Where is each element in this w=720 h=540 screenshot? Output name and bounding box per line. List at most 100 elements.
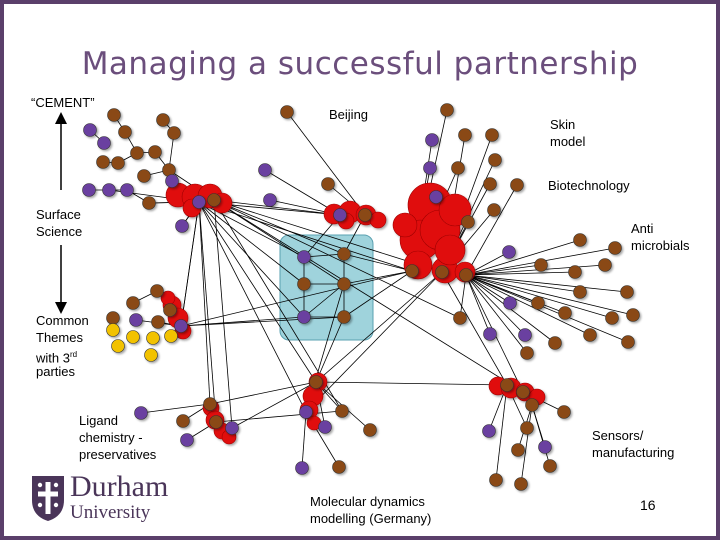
node-sn6 [520,421,534,435]
node-bj3 [263,193,277,207]
node-sn5 [482,424,496,438]
node-sn1 [500,378,514,392]
node-sk3 [458,128,472,142]
node-tl13 [82,183,96,197]
node-cb3 [297,277,311,291]
edge-bt3-am14 [465,274,591,336]
edge-bt2-md2 [305,271,443,413]
node-cb5 [297,310,311,324]
node-am18 [518,328,532,342]
edge-bt3-am18 [465,274,526,336]
node-bj1 [280,105,294,119]
node-md2 [299,405,313,419]
edge-cb6-ct7 [180,316,345,327]
node-tl8 [148,145,162,159]
edge-bt3-am9 [465,274,511,304]
node-tl1 [83,123,97,137]
edge-bt3-am20 [465,274,528,354]
node-bt2 [435,265,449,279]
node-ct10 [146,331,160,345]
node-am4 [568,265,582,279]
node-am17 [483,327,497,341]
label-common-line3: with 3rd [36,346,77,366]
edge-sn1-sn9 [495,384,508,481]
label-biotechnology: Biotechnology [548,178,630,193]
edge-bt3-am7 [465,274,628,293]
label-common-line2: Themes [36,330,83,345]
node-bt5 [487,203,501,217]
slide-title: Managing a successful partnership [81,46,639,82]
node-ct4 [129,313,143,327]
node-lg3 [180,433,194,447]
edge-bt3-am2 [465,264,542,276]
node-am7 [620,285,634,299]
label-common-line4: parties [36,364,76,379]
label-antimicrobials-line1: Anti [631,221,654,236]
node-md6 [295,461,309,475]
node-lg1 [134,406,148,420]
edge-h1-lg5 [198,201,217,423]
edge-md1-lg6 [231,381,317,429]
node-sk1 [440,103,454,117]
label-molecular-line1: Molecular dynamics [310,494,425,509]
page-number: 16 [640,497,656,513]
edge-lg5-md3 [215,410,343,423]
edge-bt2-md1 [315,271,443,383]
label-common-line1: Common [36,313,89,328]
node-sk4 [485,128,499,142]
label-ligand-line3: preservatives [79,447,157,462]
edge-h2-cb2 [213,199,345,255]
node-tl5 [96,155,110,169]
central-cluster-box [279,234,374,341]
label-surface-line1: Surface [36,207,81,222]
node-am15 [621,335,635,349]
node-md3 [335,404,349,418]
edge-bt3-am11 [465,274,566,314]
edge-lg4-md1 [209,381,317,405]
logo-university-text: University [70,502,151,523]
label-skin-model-line1: Skin [550,117,576,132]
edge-bt3-am5 [465,264,606,276]
node-ct11 [164,329,178,343]
label-ligand-line2: chemistry - [79,430,143,445]
node-sn7 [538,440,552,454]
node-bj4 [321,177,335,191]
edge-h1-md1 [198,201,317,383]
node-tl14 [102,183,116,197]
durham-crest-icon [32,476,64,521]
edge-bt2-sn1 [441,271,508,386]
node-cb1 [297,250,311,264]
edge-h2-cb4 [213,199,345,285]
node-am14 [583,328,597,342]
label-sensors-line1: Sensors/ [592,428,644,443]
node-ct13 [144,348,158,362]
node-tl17 [165,174,179,188]
edge-cb4-cb5 [303,283,345,318]
node-lg2 [176,414,190,428]
node-bt3 [459,268,473,282]
node-sn11 [543,459,557,473]
node-ct5 [151,315,165,329]
node-sn8 [511,443,525,457]
node-sn9 [489,473,503,487]
node-am5 [598,258,612,272]
label-molecular-line2: modelling (Germany) [310,511,432,526]
node-tl11 [137,169,151,183]
node-cb4 [337,277,351,291]
edge-bt3-am8 [465,274,581,293]
node-am12 [605,311,619,325]
node-sn2 [516,385,530,399]
node-tl7 [130,146,144,160]
node-ct7 [174,319,188,333]
label-antimicrobials-line2: microbials [631,238,690,253]
edge-bt3-am13 [465,274,634,316]
node-am13 [626,308,640,322]
label-surface-line2: Science [36,224,83,239]
durham-university-logo: Durham University [28,470,208,528]
edge-h1-cb3 [198,201,305,285]
node-h2 [207,193,221,207]
node-md1 [309,375,323,389]
edge-sn3-sn10 [520,404,533,485]
edge-bt3-am3 [465,239,581,276]
